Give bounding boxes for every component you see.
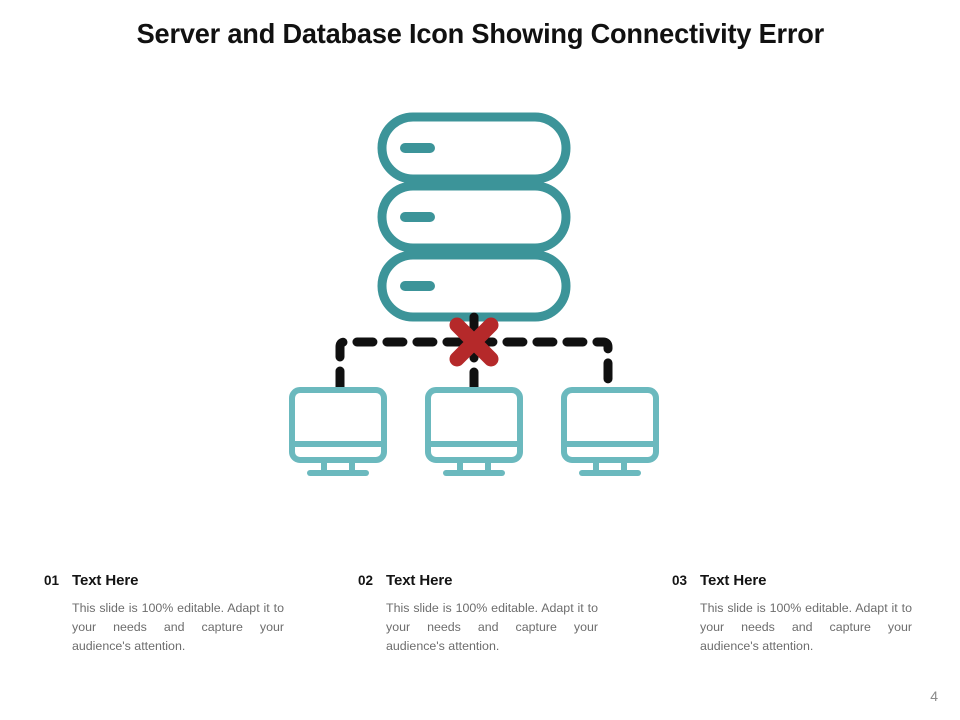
text-column-03: 03 Text Here This slide is 100% editable… [672, 572, 960, 656]
column-03-heading: 03 Text Here [672, 572, 960, 592]
connectivity-error-x-icon [449, 317, 499, 367]
column-01-number: 01 [44, 573, 60, 588]
monitor-icon-1 [289, 387, 387, 476]
monitor-icon-2 [425, 387, 523, 476]
page-title: Server and Database Icon Showing Connect… [136, 18, 824, 49]
text-columns: 01 Text Here This slide is 100% editable… [0, 572, 960, 682]
column-01-body: This slide is 100% editable. Adapt it to… [72, 601, 284, 653]
server-layer-2 [377, 181, 571, 253]
connectivity-diagram [270, 104, 690, 494]
monitor-icon-3 [561, 387, 659, 476]
text-column-02: 02 Text Here This slide is 100% editable… [358, 572, 648, 656]
column-03-title: Text Here [700, 572, 767, 589]
title-bar: Server and Database Icon Showing Connect… [0, 18, 960, 50]
column-02-title: Text Here [386, 572, 453, 589]
monitor-1-screen [289, 387, 387, 463]
error-x-stroke-b [449, 317, 499, 367]
monitor-2-screen [425, 387, 523, 463]
column-02-number: 02 [358, 573, 374, 588]
column-02-body: This slide is 100% editable. Adapt it to… [386, 601, 598, 653]
column-02-heading: 02 Text Here [358, 572, 648, 592]
server-layer-1 [377, 112, 571, 184]
column-01-title: Text Here [72, 572, 139, 589]
text-column-01: 01 Text Here This slide is 100% editable… [44, 572, 334, 656]
column-03-body: This slide is 100% editable. Adapt it to… [700, 601, 912, 653]
database-server-stack-icon [377, 112, 571, 322]
monitor-3-screen [561, 387, 659, 463]
column-03-number: 03 [672, 573, 688, 588]
column-01-heading: 01 Text Here [44, 572, 334, 592]
page-number: 4 [930, 688, 938, 704]
